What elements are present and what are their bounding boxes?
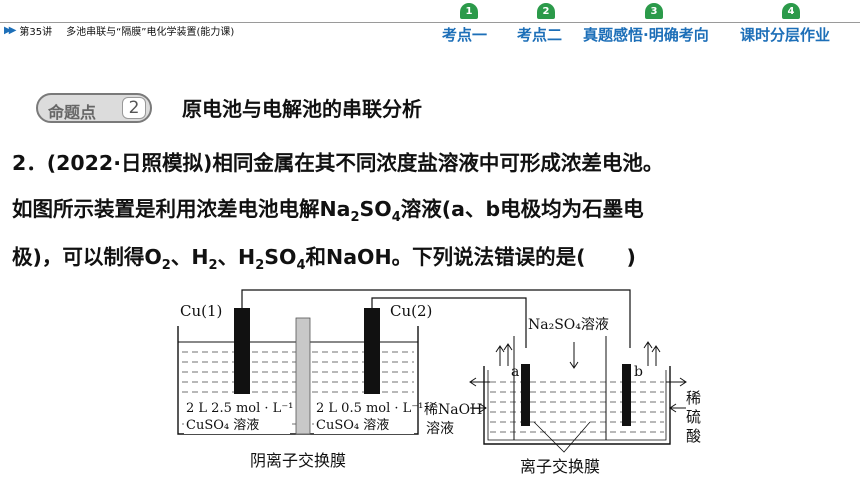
electrode-b: [622, 364, 631, 426]
subscript: 4: [391, 210, 401, 226]
label-electrode-b: b: [634, 364, 643, 380]
topic-tag-label: 命题点: [48, 103, 97, 122]
breadcrumb-title: 多池串联与“隔膜”电化学装置(能力课): [66, 27, 235, 38]
question-line-3: 极)，可以制得O2、H2、H2SO4和NaOH。下列说法错误的是( ): [12, 240, 636, 273]
label-na2so4-solution: Na₂SO₄溶液: [528, 317, 609, 333]
text-run: 如图所示装置是利用浓差电池电解Na: [12, 197, 351, 221]
text-run: SO: [264, 245, 297, 269]
double-arrow-icon: ▶▶: [4, 25, 17, 36]
topic-tag-number: 2: [122, 97, 146, 119]
wire-lines: [241, 289, 631, 348]
question-line-2: 如图所示装置是利用浓差电池电解Na2SO4溶液(a、b电极均为石墨电: [12, 192, 644, 225]
text-run: 、H: [217, 245, 256, 269]
electrode-cu1: [234, 308, 250, 394]
nav-tab-2[interactable]: 2 考点二: [517, 3, 563, 45]
text-run: SO: [359, 197, 392, 221]
anion-exchange-membrane: [295, 317, 311, 435]
nav-number-badge: 2: [537, 3, 555, 19]
electrolysis-cell: [469, 336, 687, 453]
nav-tab-label: 真题感悟·明确考向: [583, 26, 709, 44]
label-electrode-a: a: [511, 364, 519, 380]
nav-tab-1[interactable]: 1 考点一: [442, 3, 488, 45]
question-line-1: 2．(2022·日照模拟)相同金属在其不同浓度盐溶液中可形成浓差电池。: [12, 151, 664, 175]
nav-tab-4[interactable]: 4 课时分层作业: [740, 3, 831, 45]
label-cu2: Cu(2): [390, 302, 432, 320]
label-mid-solution-name: CuSO₄ 溶液: [316, 418, 389, 433]
breadcrumb-lesson: 第35讲: [19, 27, 53, 38]
label-anion-membrane: 阴离子交换膜: [250, 451, 346, 470]
subscript: 2: [255, 258, 265, 274]
section-title: 原电池与电解池的串联分析: [182, 97, 422, 121]
label-acid-char-3: 酸: [686, 427, 701, 445]
label-left-solution-name: CuSO₄ 溶液: [186, 418, 259, 433]
label-acid-char-1: 稀: [686, 389, 701, 407]
subscript: 2: [350, 210, 360, 226]
label-left-solution-concentration: 2 L 2.5 mol · L⁻¹: [186, 401, 293, 416]
concentration-cell: [177, 308, 419, 435]
header-divider: [0, 22, 860, 23]
electrode-a: [521, 364, 530, 426]
nav-tab-label: 考点二: [517, 26, 563, 44]
nav-number-badge: 4: [782, 3, 800, 19]
top-navigation-bar: ▶▶ 第35讲 多池串联与“隔膜”电化学装置(能力课) 1 考点一 2 考点二 …: [0, 0, 860, 46]
nav-number-badge: 3: [645, 3, 663, 19]
topic-tag: 命题点 2: [36, 93, 152, 123]
label-ion-exchange-membrane: 离子交换膜: [520, 457, 600, 476]
electrode-cu2: [364, 308, 380, 394]
nav-tab-label: 课时分层作业: [740, 26, 831, 44]
label-naoh-solution: 溶液: [426, 421, 454, 437]
label-mid-solution-concentration: 2 L 0.5 mol · L⁻¹: [316, 401, 423, 416]
subscript: 2: [208, 258, 218, 274]
label-naoh: 稀NaOH: [424, 402, 482, 418]
breadcrumb: ▶▶ 第35讲 多池串联与“隔膜”电化学装置(能力课): [4, 23, 234, 38]
text-run: 和NaOH。下列说法错误的是( ): [305, 245, 636, 269]
text-run: 溶液(a、b电极均为石墨电: [400, 197, 644, 221]
nav-tab-3[interactable]: 3 真题感悟·明确考向: [583, 3, 709, 45]
label-cu1: Cu(1): [180, 302, 222, 320]
nav-number-badge: 1: [460, 3, 478, 19]
label-acid-char-2: 硫: [686, 408, 701, 426]
text-run: 极)，可以制得O: [12, 245, 162, 269]
subscript: 2: [161, 258, 171, 274]
text-run: 、H: [170, 245, 209, 269]
electrochemistry-diagram: Cu(1) Cu(2) 2 L 2.5 mol · L⁻¹ CuSO₄ 溶液 2…: [177, 289, 701, 476]
subscript: 4: [296, 258, 306, 274]
nav-tab-label: 考点一: [442, 26, 488, 44]
